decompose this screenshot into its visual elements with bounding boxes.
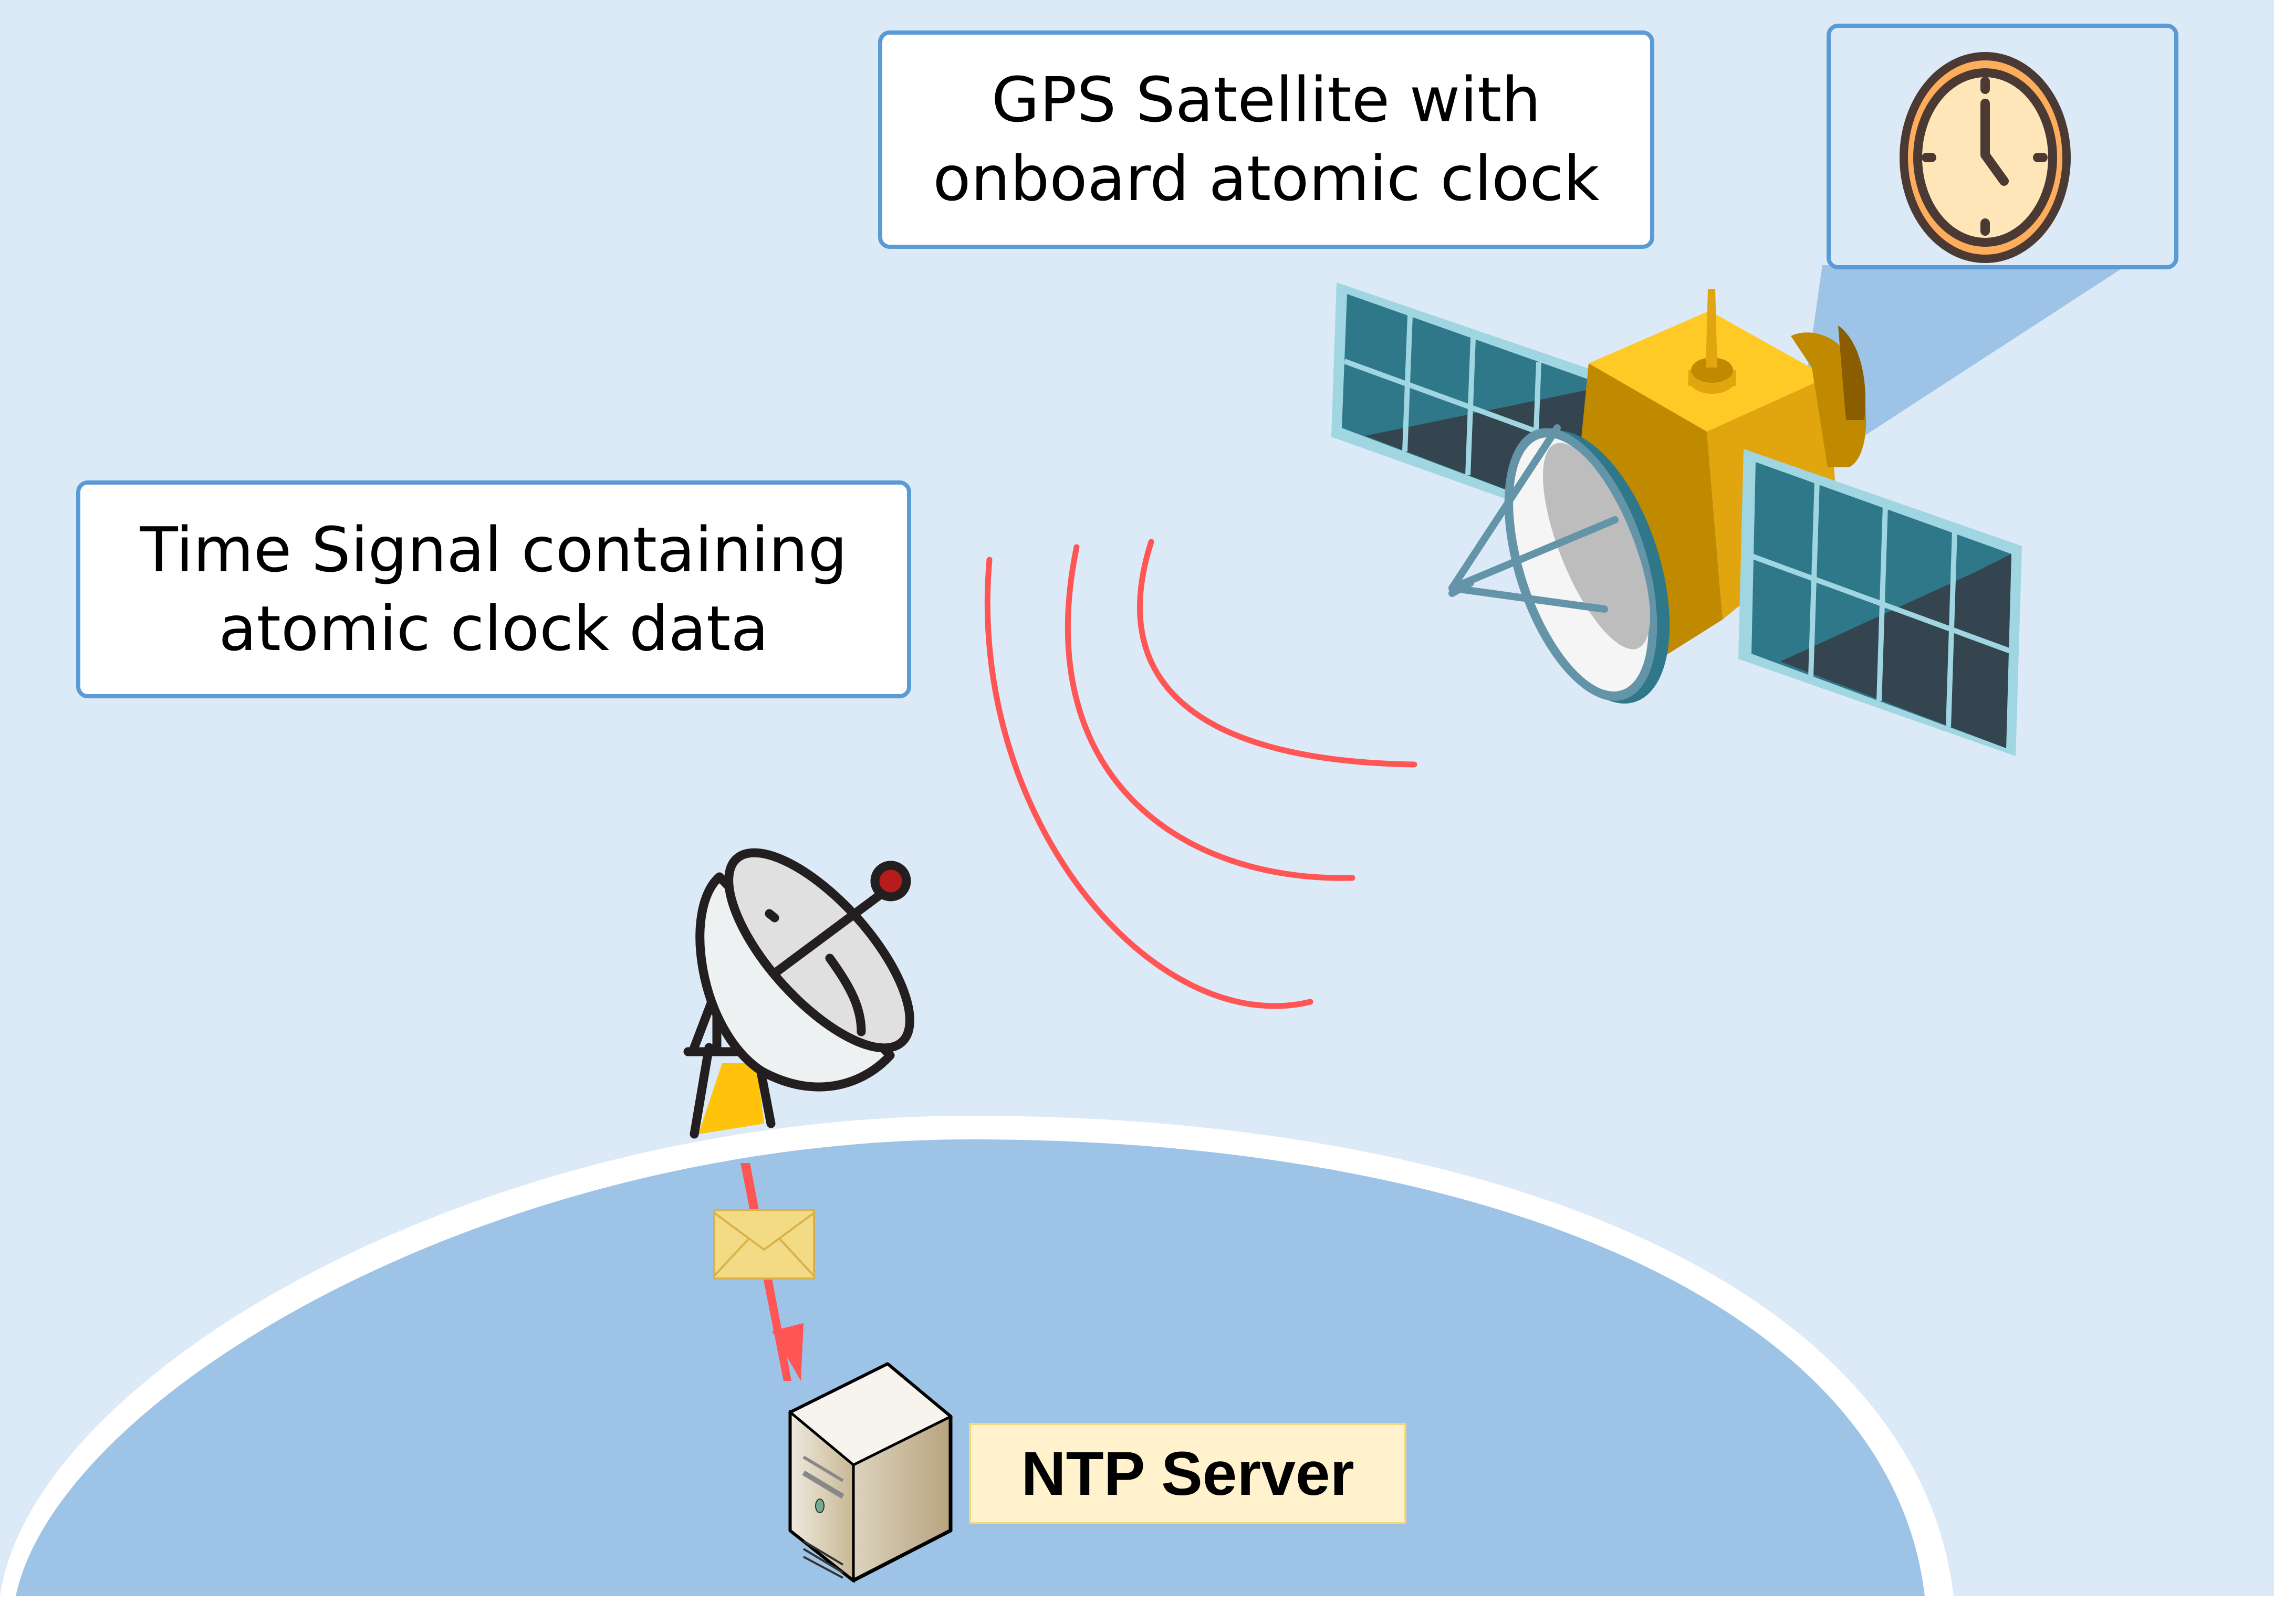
solar-panel-right <box>1738 449 2022 756</box>
signal-label-line2: atomic clock data <box>218 592 769 665</box>
ntp-server-label: NTP Server <box>969 1423 1406 1524</box>
signal-label-box: Time Signal containing atomic clock data <box>76 480 911 698</box>
ntp-server-label-text: NTP Server <box>1021 1439 1354 1508</box>
signal-label-line1: Time Signal containing <box>140 513 848 586</box>
signal-wave-middle <box>1065 544 1355 881</box>
clock-icon <box>1900 52 2071 263</box>
signal-wave-inner <box>1137 539 1417 768</box>
satellite-dish <box>1448 424 1670 704</box>
envelope-icon <box>713 1209 815 1280</box>
server-icon <box>788 1362 953 1584</box>
satellite-icon <box>1331 282 2022 756</box>
signal-waves-icon <box>984 539 1417 1009</box>
earth-dome <box>0 1116 2274 1624</box>
satellite-label-box: GPS Satellite with onboard atomic clock <box>878 30 1654 249</box>
signal-wave-outer <box>984 557 1313 1009</box>
satellite-label-line1: GPS Satellite with <box>991 64 1541 137</box>
clock-callout-box <box>1827 24 2178 269</box>
satellite-dish-icon <box>683 848 914 1139</box>
clock-projection-beam <box>1799 265 2127 436</box>
satellite-label-line2: onboard atomic clock <box>933 142 1600 215</box>
